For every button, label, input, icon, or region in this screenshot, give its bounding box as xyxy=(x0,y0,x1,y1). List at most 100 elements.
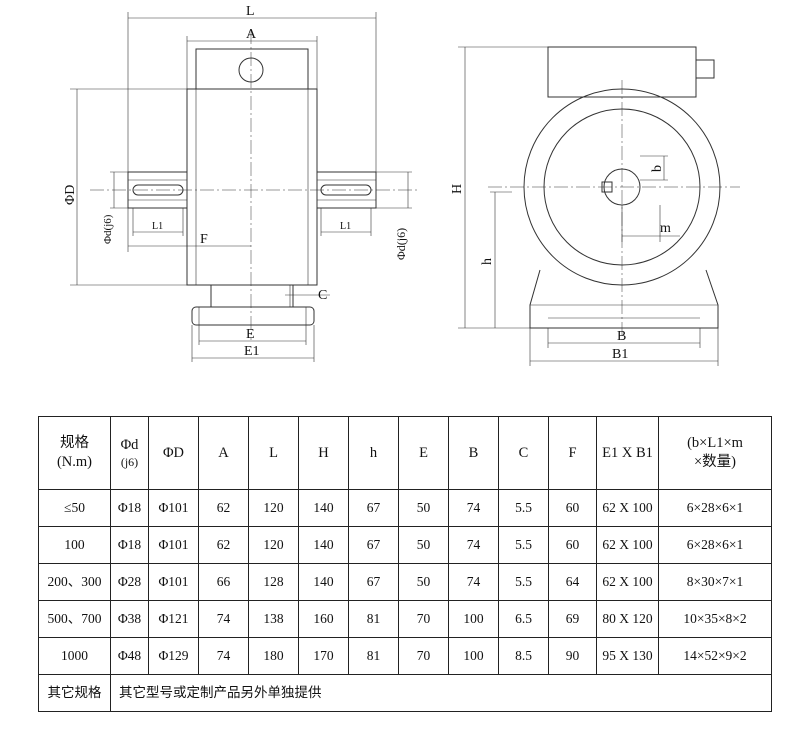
header-cell: Φd(j6) xyxy=(110,416,149,490)
table-cell: Φ101 xyxy=(148,563,199,601)
table-cell: 100 xyxy=(448,600,499,638)
dim-label-L1-right: L1 xyxy=(340,221,351,232)
table-cell: 8×30×7×1 xyxy=(658,563,772,601)
header-cell: L xyxy=(248,416,299,490)
table-cell: 62 xyxy=(198,489,249,527)
header-cell: A xyxy=(198,416,249,490)
other-note-cell: 其它型号或定制产品另外单独提供 xyxy=(110,674,772,712)
table-cell: 120 xyxy=(248,489,299,527)
dim-label-B1: B1 xyxy=(612,347,628,362)
dim-label-d-left: Φd(j6) xyxy=(102,214,114,244)
dim-label-E1: E1 xyxy=(244,344,260,359)
table-cell: 160 xyxy=(298,600,349,638)
side-view xyxy=(458,46,740,366)
table-cell: Φ38 xyxy=(110,600,149,638)
table-row-other: 其它规格 其它型号或定制产品另外单独提供 xyxy=(38,674,772,712)
table-cell: 62 X 100 xyxy=(596,526,659,564)
table-cell: 6.5 xyxy=(498,600,549,638)
dim-label-m: m xyxy=(660,221,671,236)
table-cell: 50 xyxy=(398,526,449,564)
table-cell: 66 xyxy=(198,563,249,601)
table-cell: 200、300 xyxy=(38,563,111,601)
spec-table: 规格(N.m) Φd(j6) ΦD A L H h E B C F E1 X B… xyxy=(38,416,772,712)
header-cell: E xyxy=(398,416,449,490)
table-cell: 62 X 100 xyxy=(596,489,659,527)
table-cell: 170 xyxy=(298,637,349,675)
table-cell: 74 xyxy=(198,600,249,638)
header-cell: F xyxy=(548,416,597,490)
header-cell: ΦD xyxy=(148,416,199,490)
table-cell: 180 xyxy=(248,637,299,675)
table-cell: 128 xyxy=(248,563,299,601)
table-cell: 140 xyxy=(298,563,349,601)
table-cell: 67 xyxy=(348,526,399,564)
table-cell: Φ28 xyxy=(110,563,149,601)
table-cell: 140 xyxy=(298,489,349,527)
dim-label-H: H xyxy=(450,184,465,194)
table-cell: 5.5 xyxy=(498,489,549,527)
table-cell: 50 xyxy=(398,489,449,527)
table-cell: 8.5 xyxy=(498,637,549,675)
table-cell: 90 xyxy=(548,637,597,675)
header-cell: B xyxy=(448,416,499,490)
header-cell: E1 X B1 xyxy=(596,416,659,490)
table-cell: 81 xyxy=(348,637,399,675)
table-cell: Φ18 xyxy=(110,526,149,564)
table-cell: 70 xyxy=(398,637,449,675)
table-cell: Φ101 xyxy=(148,526,199,564)
table-cell: 140 xyxy=(298,526,349,564)
table-cell: 74 xyxy=(198,637,249,675)
table-cell: 60 xyxy=(548,526,597,564)
table-cell: 95 X 130 xyxy=(596,637,659,675)
table-cell: 5.5 xyxy=(498,563,549,601)
dim-label-b: b xyxy=(650,165,665,172)
dim-label-B: B xyxy=(617,329,626,344)
table-cell: 62 X 100 xyxy=(596,563,659,601)
table-cell: 74 xyxy=(448,489,499,527)
dim-label-F: F xyxy=(200,232,208,247)
table-cell: 70 xyxy=(398,600,449,638)
dim-label-L: L xyxy=(246,4,255,19)
table-cell: 74 xyxy=(448,563,499,601)
table-cell: 100 xyxy=(38,526,111,564)
header-cell: h xyxy=(348,416,399,490)
table-cell: 500、700 xyxy=(38,600,111,638)
table-cell: 60 xyxy=(548,489,597,527)
dim-label-A: A xyxy=(246,27,257,42)
table-cell: 67 xyxy=(348,489,399,527)
table-cell: 81 xyxy=(348,600,399,638)
table-cell: 6×28×6×1 xyxy=(658,489,772,527)
dim-label-C: C xyxy=(318,288,327,303)
table-header-row: 规格(N.m) Φd(j6) ΦD A L H h E B C F E1 X B… xyxy=(38,416,772,490)
table-cell: 120 xyxy=(248,526,299,564)
table-cell: 5.5 xyxy=(498,526,549,564)
dim-label-E: E xyxy=(246,327,255,342)
header-cell: H xyxy=(298,416,349,490)
table-cell: Φ101 xyxy=(148,489,199,527)
table-cell: 6×28×6×1 xyxy=(658,526,772,564)
table-cell: Φ129 xyxy=(148,637,199,675)
table-cell: 14×52×9×2 xyxy=(658,637,772,675)
technical-drawing: L A ΦD Φd(j6) Φd(j6) L1 L1 F C E E1 H h … xyxy=(63,4,740,366)
table-cell: 50 xyxy=(398,563,449,601)
table-cell: 80 X 120 xyxy=(596,600,659,638)
other-label-cell: 其它规格 xyxy=(38,674,111,712)
front-view xyxy=(70,12,420,362)
table-cell: Φ18 xyxy=(110,489,149,527)
table-cell: 74 xyxy=(448,526,499,564)
table-cell: 10×35×8×2 xyxy=(658,600,772,638)
dim-label-D: ΦD xyxy=(63,185,78,205)
table-cell: ≤50 xyxy=(38,489,111,527)
table-cell: 67 xyxy=(348,563,399,601)
header-cell: (b×L1×m×数量) xyxy=(658,416,772,490)
table-cell: 64 xyxy=(548,563,597,601)
dim-label-h: h xyxy=(480,258,495,265)
header-cell: C xyxy=(498,416,549,490)
table-cell: Φ121 xyxy=(148,600,199,638)
table-cell: 62 xyxy=(198,526,249,564)
dim-label-L1-left: L1 xyxy=(152,221,163,232)
